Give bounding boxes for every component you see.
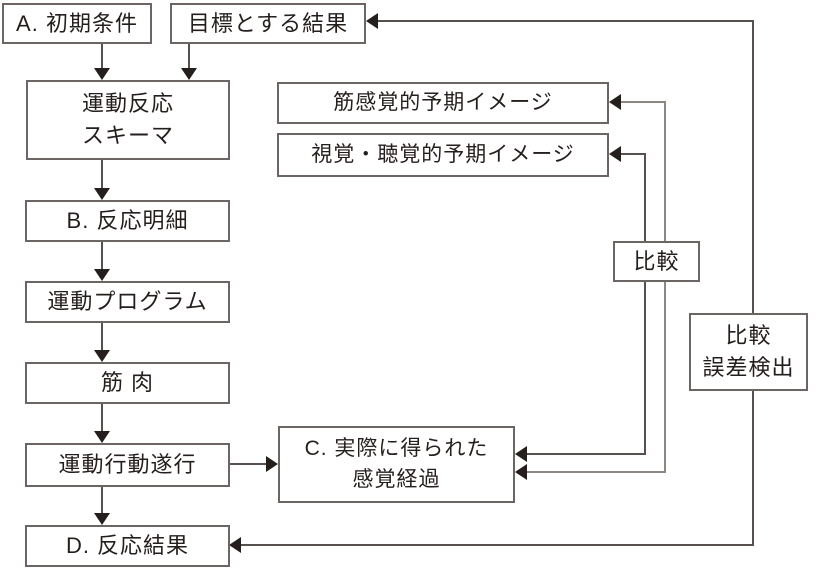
node-comparison: 比較	[613, 241, 700, 282]
arrowhead-initial-to-schema	[94, 68, 110, 80]
edge-schema-to-specification-line	[101, 160, 103, 188]
node-desired-outcome: 目標とする結果	[170, 3, 366, 44]
node-expected-muscular-sensory-image-label: 筋感覚的予期イメージ	[333, 90, 553, 114]
arrowhead-feedback-to-outcome	[229, 537, 241, 553]
arrowhead-execution-to-outcome	[94, 513, 110, 525]
node-expected-muscular-sensory-image: 筋感覚的予期イメージ	[277, 82, 609, 124]
node-comparison-label: 比較	[633, 248, 680, 274]
node-obtained-sensory-consequences: C. 実際に得られた 感覚経過	[278, 426, 515, 503]
node-response-outcome-label: D. 反応結果	[65, 533, 190, 559]
arrowhead-visual-to-sensory	[515, 446, 527, 462]
edge-execution-to-outcome-line	[101, 487, 103, 513]
node-motor-program: 運動プログラム	[25, 281, 230, 323]
node-muscles: 筋 肉	[25, 362, 230, 404]
arrowhead-to-muscular-image	[609, 94, 621, 110]
node-expected-visual-auditory-image: 視覚・聴覚的予期イメージ	[277, 133, 609, 177]
edge-muscular-image-bottom-line	[527, 471, 665, 473]
edge-visual-image-top-line	[621, 153, 645, 155]
arrowhead-schema-to-specification	[94, 188, 110, 200]
node-response-specification: B. 反応明細	[25, 200, 230, 242]
node-initial-conditions: A. 初期条件	[2, 3, 152, 44]
node-expected-visual-auditory-image-label: 視覚・聴覚的予期イメージ	[311, 142, 575, 166]
edge-muscular-image-vertical-line	[664, 101, 666, 473]
edge-initial-to-schema-line	[101, 44, 103, 68]
edge-program-to-muscles-line	[101, 323, 103, 350]
arrowhead-specification-to-program	[94, 269, 110, 281]
edge-muscular-image-top-line	[621, 101, 665, 103]
node-response-outcome: D. 反応結果	[25, 525, 230, 567]
edge-visual-image-bottom-line	[527, 453, 645, 455]
node-desired-outcome-label: 目標とする結果	[187, 10, 349, 36]
node-comparison-error-detection-label: 比較 誤差検出	[702, 323, 795, 380]
node-response-specification-label: B. 反応明細	[66, 208, 189, 234]
arrowhead-to-visual-image	[609, 146, 621, 162]
node-movement-execution-label: 運動行動遂行	[58, 452, 197, 478]
arrowhead-muscular-to-sensory	[515, 464, 527, 480]
edge-execution-to-sensory-line	[229, 463, 266, 465]
node-motor-program-label: 運動プログラム	[47, 289, 208, 315]
node-obtained-sensory-consequences-label: C. 実際に得られた 感覚経過	[304, 437, 489, 491]
node-comparison-error-detection: 比較 誤差検出	[689, 313, 808, 391]
node-motor-response-schema: 運動反応 スキーマ	[26, 80, 230, 160]
edge-feedback-top-line	[378, 20, 754, 22]
edge-feedback-bottom-line	[241, 544, 754, 546]
arrowhead-goal-to-schema	[181, 68, 197, 80]
edge-visual-image-vertical-line	[644, 153, 646, 455]
node-muscles-label: 筋 肉	[100, 370, 155, 396]
edge-specification-to-program-line	[101, 242, 103, 269]
arrowhead-feedback-to-goal	[366, 13, 378, 29]
arrowhead-program-to-muscles	[94, 350, 110, 362]
node-movement-execution: 運動行動遂行	[25, 443, 230, 487]
edge-muscles-to-execution-line	[101, 404, 103, 431]
edge-goal-to-schema-line	[188, 44, 190, 68]
node-initial-conditions-label: A. 初期条件	[16, 10, 138, 36]
edge-feedback-vertical-line	[752, 20, 754, 546]
node-motor-response-schema-label: 運動反応 スキーマ	[81, 91, 174, 148]
arrowhead-execution-to-sensory	[266, 456, 278, 472]
arrowhead-muscles-to-execution	[94, 431, 110, 443]
